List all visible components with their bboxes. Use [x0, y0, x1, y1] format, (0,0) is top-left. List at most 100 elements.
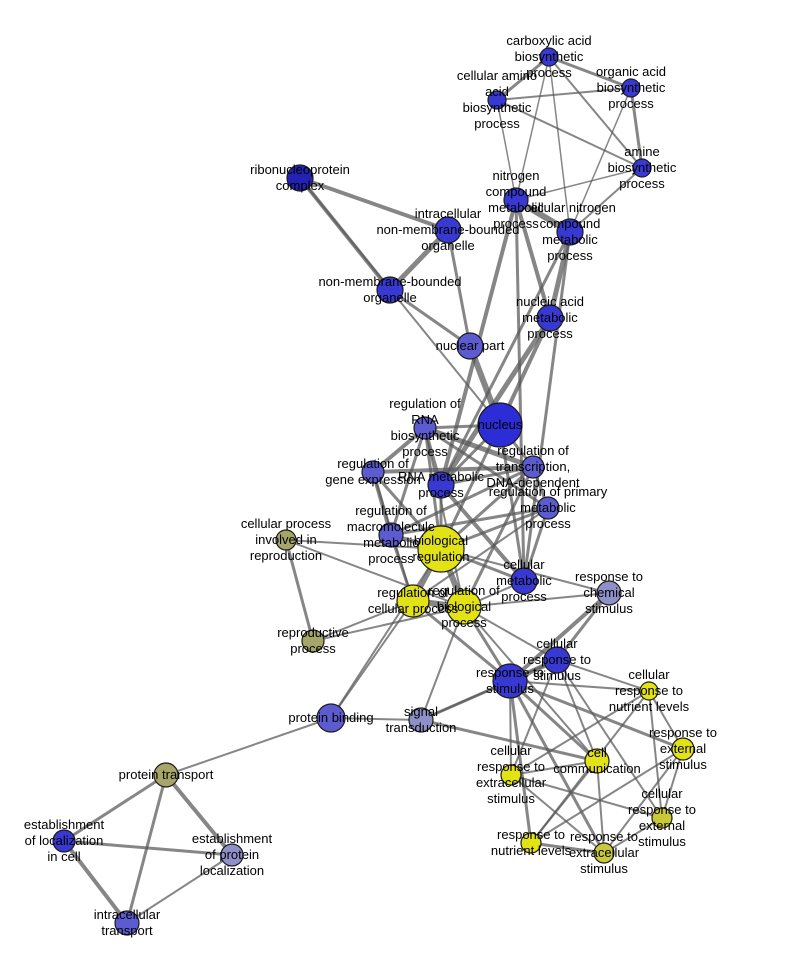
node-crnl[interactable]: [639, 681, 659, 701]
node-rpm[interactable]: [536, 496, 560, 520]
edge-rcs-rbp: [463, 592, 610, 608]
edge-cpir-rbp: [285, 539, 465, 608]
node-rrb[interactable]: [413, 416, 437, 440]
edge-rpm-rcp: [412, 507, 549, 602]
edge-rpm-rmm: [389, 506, 550, 537]
edge-nuc-cmp: [498, 423, 526, 583]
edge-pt-elc: [62, 773, 168, 843]
node-ab[interactable]: [632, 158, 652, 178]
node-caab[interactable]: [487, 90, 507, 110]
edge-rrb-rmm: [389, 426, 427, 537]
node-cmp[interactable]: [510, 567, 538, 595]
edge-rexs-crexs: [603, 817, 663, 854]
node-rs[interactable]: [492, 663, 528, 699]
node-cpir[interactable]: [275, 529, 297, 551]
edge-st-cc: [419, 718, 599, 763]
edge-rrb-rtd: [422, 425, 536, 470]
edge-pb-br: [330, 548, 442, 719]
edge-cab-caab: [495, 55, 551, 102]
node-rbp[interactable]: [446, 589, 482, 625]
edge-crs-cres: [510, 659, 558, 776]
edge-cc-rexs: [596, 760, 605, 854]
edge-res-rexs: [603, 748, 684, 854]
edge-rtd-rge: [371, 465, 535, 474]
edge-cab-ncm: [515, 56, 550, 201]
node-cres[interactable]: [500, 764, 522, 786]
node-crexs[interactable]: [651, 807, 673, 829]
node-np[interactable]: [456, 332, 484, 360]
node-rnp[interactable]: [286, 164, 314, 192]
node-cab[interactable]: [539, 47, 559, 67]
edge-crs-cc: [556, 659, 598, 762]
edge-cab-ab: [548, 56, 643, 169]
node-rnam[interactable]: [427, 471, 455, 499]
node-it[interactable]: [114, 910, 140, 936]
edge-crs-crexs: [556, 659, 663, 819]
node-pb[interactable]: [316, 703, 346, 733]
edge-caab-ab: [496, 99, 643, 169]
edge-rp-rcp: [312, 600, 414, 642]
node-inmo[interactable]: [434, 216, 462, 244]
node-label-pb: protein binding: [288, 710, 373, 725]
node-rcp[interactable]: [396, 584, 430, 618]
edge-cab-cncm: [548, 56, 571, 233]
node-nam[interactable]: [536, 304, 564, 332]
edge-st-rbp: [420, 606, 465, 721]
edge-rp-rbp: [312, 606, 465, 642]
edge-it-epl: [126, 854, 233, 924]
edge-ab-ncm: [515, 167, 643, 201]
node-nmo[interactable]: [376, 276, 404, 304]
node-rnl[interactable]: [520, 832, 542, 854]
node-nuc[interactable]: [477, 402, 523, 448]
node-epl[interactable]: [220, 843, 244, 867]
edge-inmo-np: [446, 228, 472, 348]
node-pt[interactable]: [153, 762, 179, 788]
node-res[interactable]: [671, 737, 695, 761]
edge-rnp-inmo: [298, 176, 450, 232]
edge-rs-crnl: [509, 680, 650, 692]
node-cc[interactable]: [584, 748, 610, 774]
node-rexs[interactable]: [593, 842, 615, 864]
edge-cc-rnl: [530, 760, 598, 844]
node-rmm[interactable]: [378, 522, 404, 548]
node-br[interactable]: [417, 525, 465, 573]
node-rtd[interactable]: [521, 455, 545, 479]
edge-pt-epl: [164, 773, 234, 857]
node-elc[interactable]: [52, 829, 76, 853]
edge-rbp-cc: [463, 606, 598, 762]
node-rcs[interactable]: [596, 580, 622, 606]
node-rge[interactable]: [361, 460, 385, 484]
node-rp[interactable]: [301, 629, 325, 653]
node-oab[interactable]: [621, 78, 641, 98]
edge-rtd-rmm: [389, 465, 535, 537]
node-st[interactable]: [408, 707, 434, 733]
edge-crs-crnl: [556, 659, 650, 692]
node-ncm[interactable]: [503, 187, 529, 213]
edge-inmo-nmo: [387, 227, 451, 293]
node-crs[interactable]: [543, 646, 571, 674]
edge-caab-ncm: [496, 99, 517, 201]
edge-nmo-np: [388, 288, 472, 348]
node-cncm[interactable]: [556, 218, 584, 246]
edge-crnl-crexs: [648, 690, 663, 819]
node-label-np: nuclear part: [436, 338, 505, 353]
edge-crnl-cres: [510, 690, 650, 776]
